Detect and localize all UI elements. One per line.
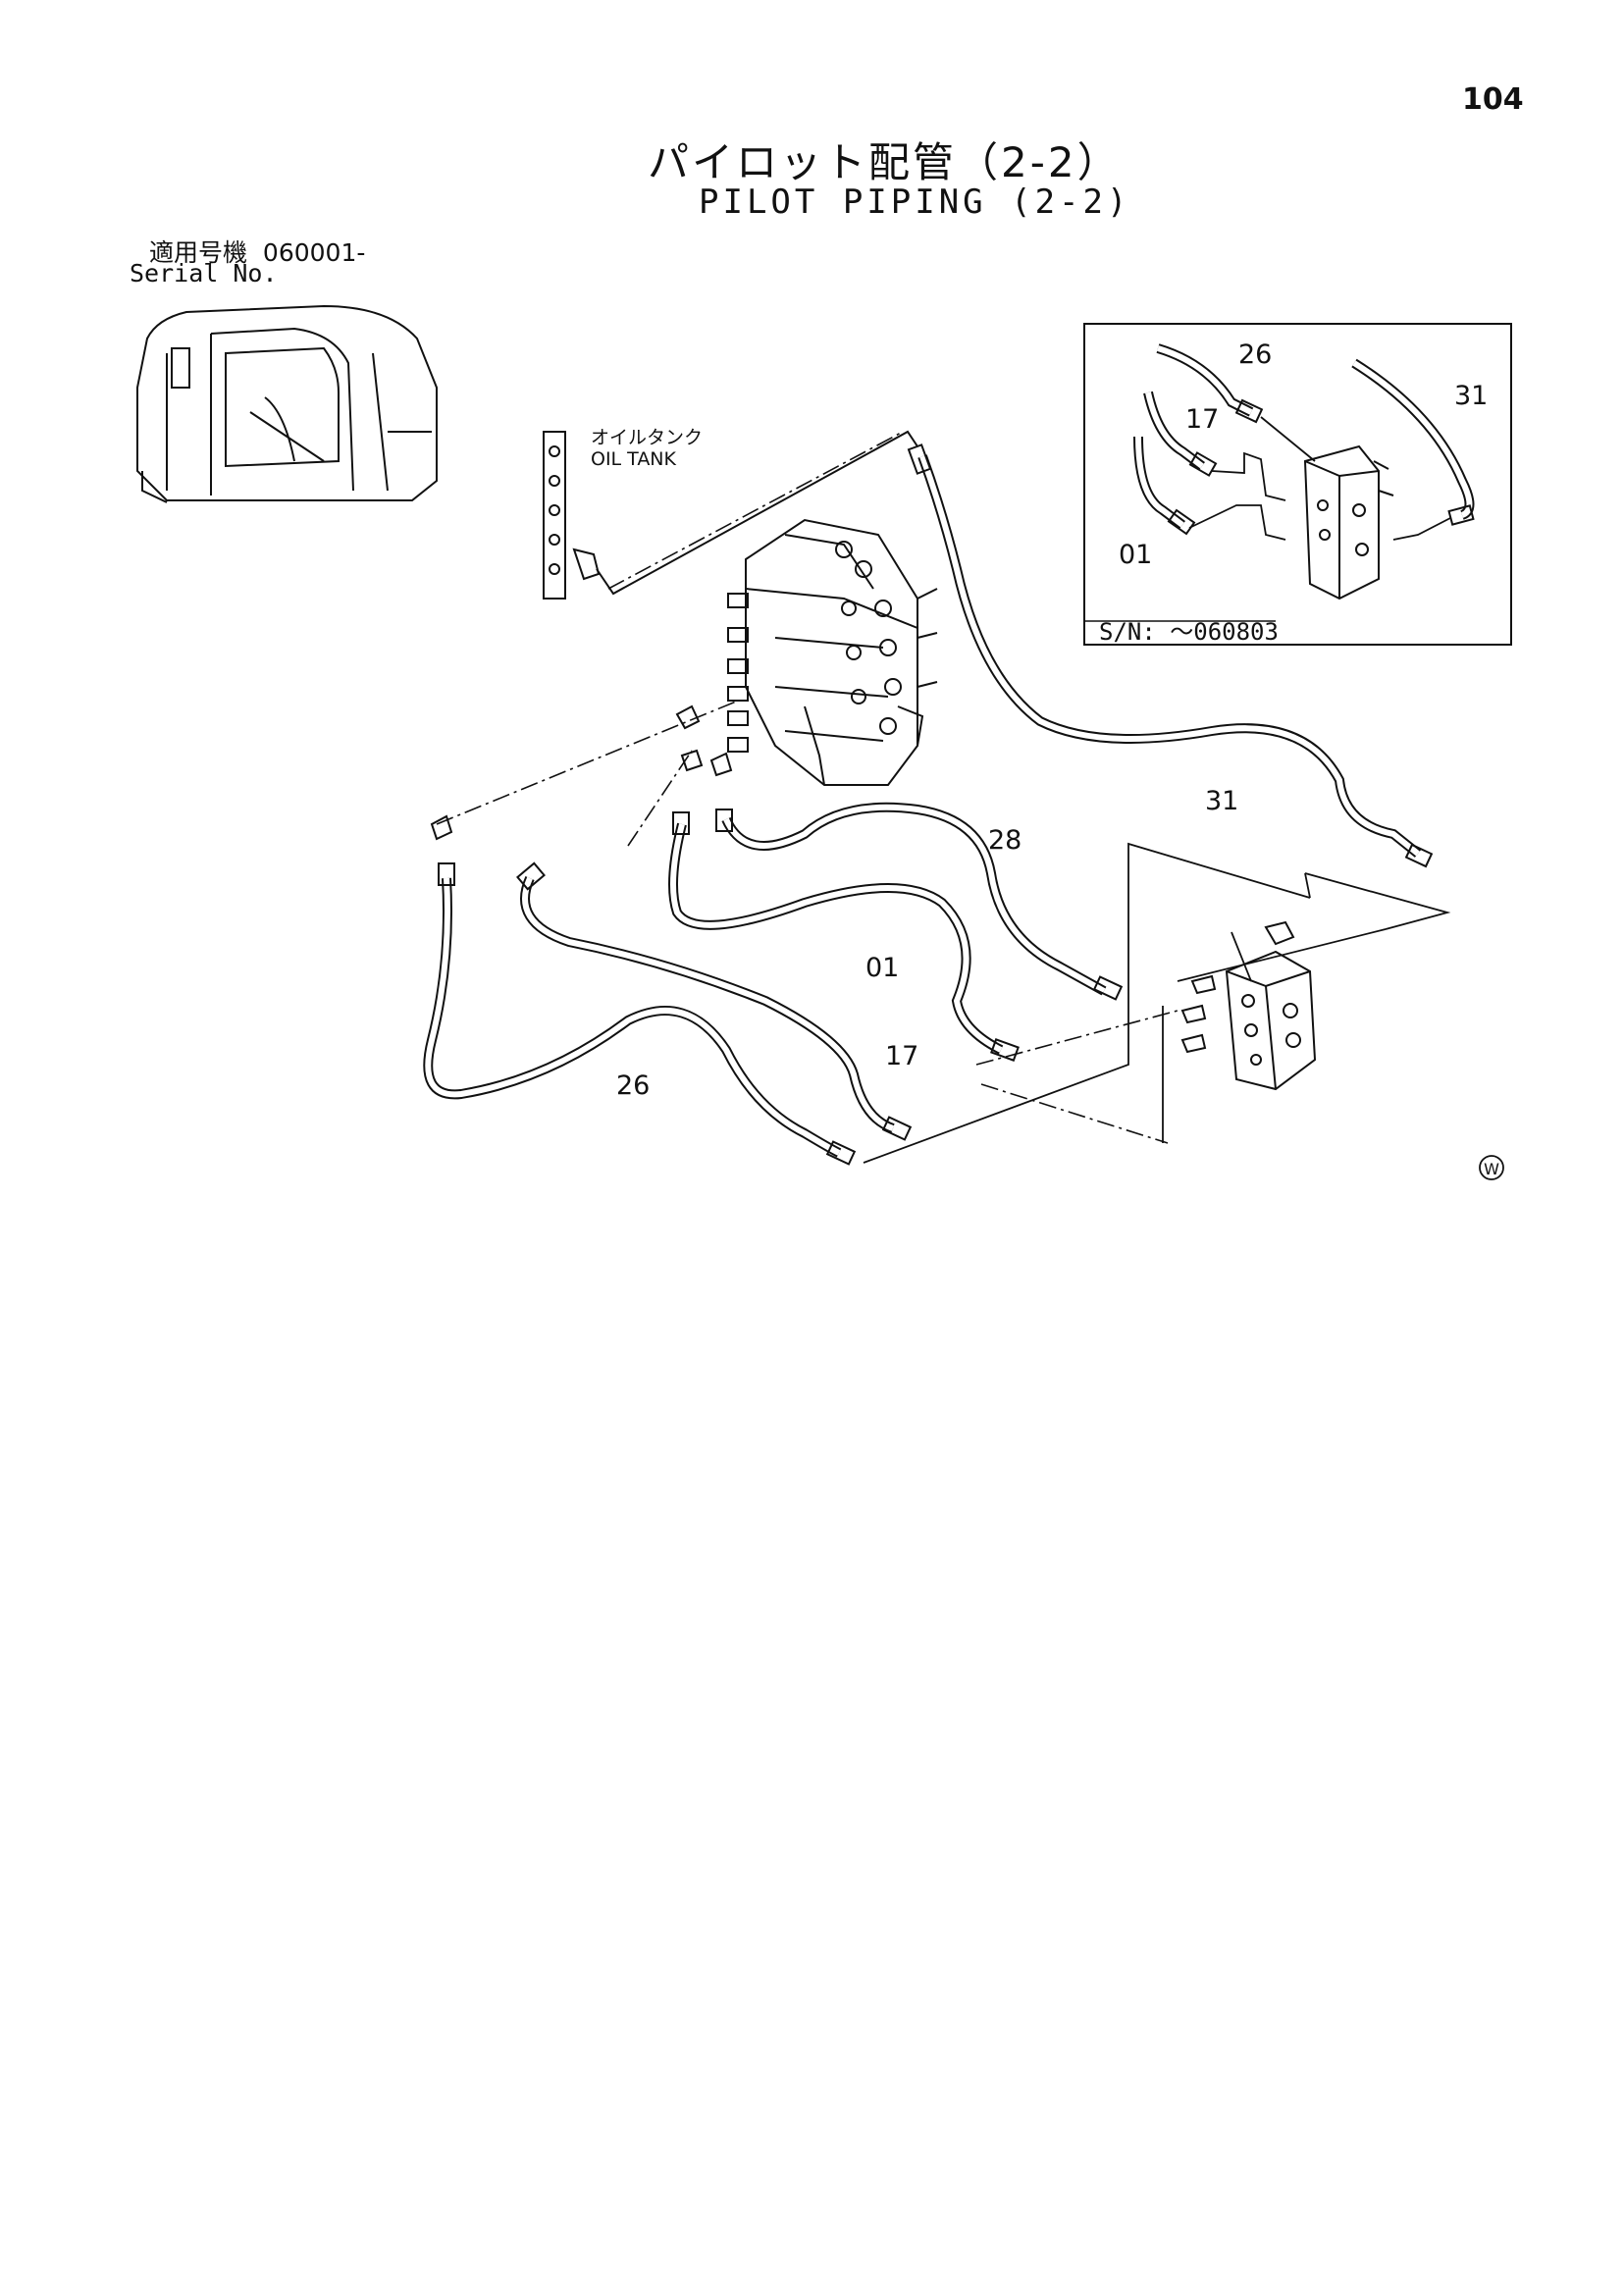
oil-tank-bracket <box>543 431 601 600</box>
serial-label-japanese: 適用号機 060001- <box>149 234 365 269</box>
inset-callout-31: 31 <box>1454 381 1488 411</box>
serial-label-jp: 適用号機 <box>149 238 248 267</box>
page-title-japanese: パイロット配管（2-2） <box>648 138 1122 186</box>
serial-label-english: Serial No. <box>130 259 278 287</box>
callout-01: 01 <box>865 953 899 983</box>
inset-callout-26: 26 <box>1238 339 1272 370</box>
valve-fittings <box>430 704 733 841</box>
pilot-valve-block <box>1180 920 1317 1091</box>
inset-detail-box <box>1083 323 1512 646</box>
callout-28: 28 <box>988 825 1022 856</box>
serial-value: 060001- <box>262 238 366 267</box>
inset-callout-01: 01 <box>1119 540 1152 570</box>
circled-w-mark <box>1479 1155 1504 1180</box>
inset-callout-17: 17 <box>1185 404 1219 435</box>
page-number: 104 <box>1462 82 1524 117</box>
page-title-english: PILOT PIPING (2-2) <box>699 183 1131 222</box>
callout-26: 26 <box>616 1070 650 1101</box>
inset-serial-note: S/N: ～060803 <box>1099 618 1279 646</box>
oil-tank-label-japanese: オイルタンク <box>591 427 703 448</box>
main-control-valve <box>727 518 938 786</box>
circled-w-letter: W <box>1484 1160 1499 1178</box>
routing-lines <box>863 842 1451 1164</box>
oil-tank-label-english: OIL TANK <box>591 448 677 470</box>
hose-28 <box>715 802 1124 1001</box>
callout-31: 31 <box>1205 786 1238 816</box>
hose-31 <box>907 444 1434 868</box>
hose-01 <box>668 811 1020 1062</box>
hose-17 <box>516 861 913 1141</box>
oil-tank-pipe <box>596 430 918 596</box>
machine-cab-thumbnail <box>136 304 438 503</box>
leader-lines <box>436 431 1179 1144</box>
hose-26 <box>423 862 857 1166</box>
callout-17: 17 <box>885 1041 918 1071</box>
